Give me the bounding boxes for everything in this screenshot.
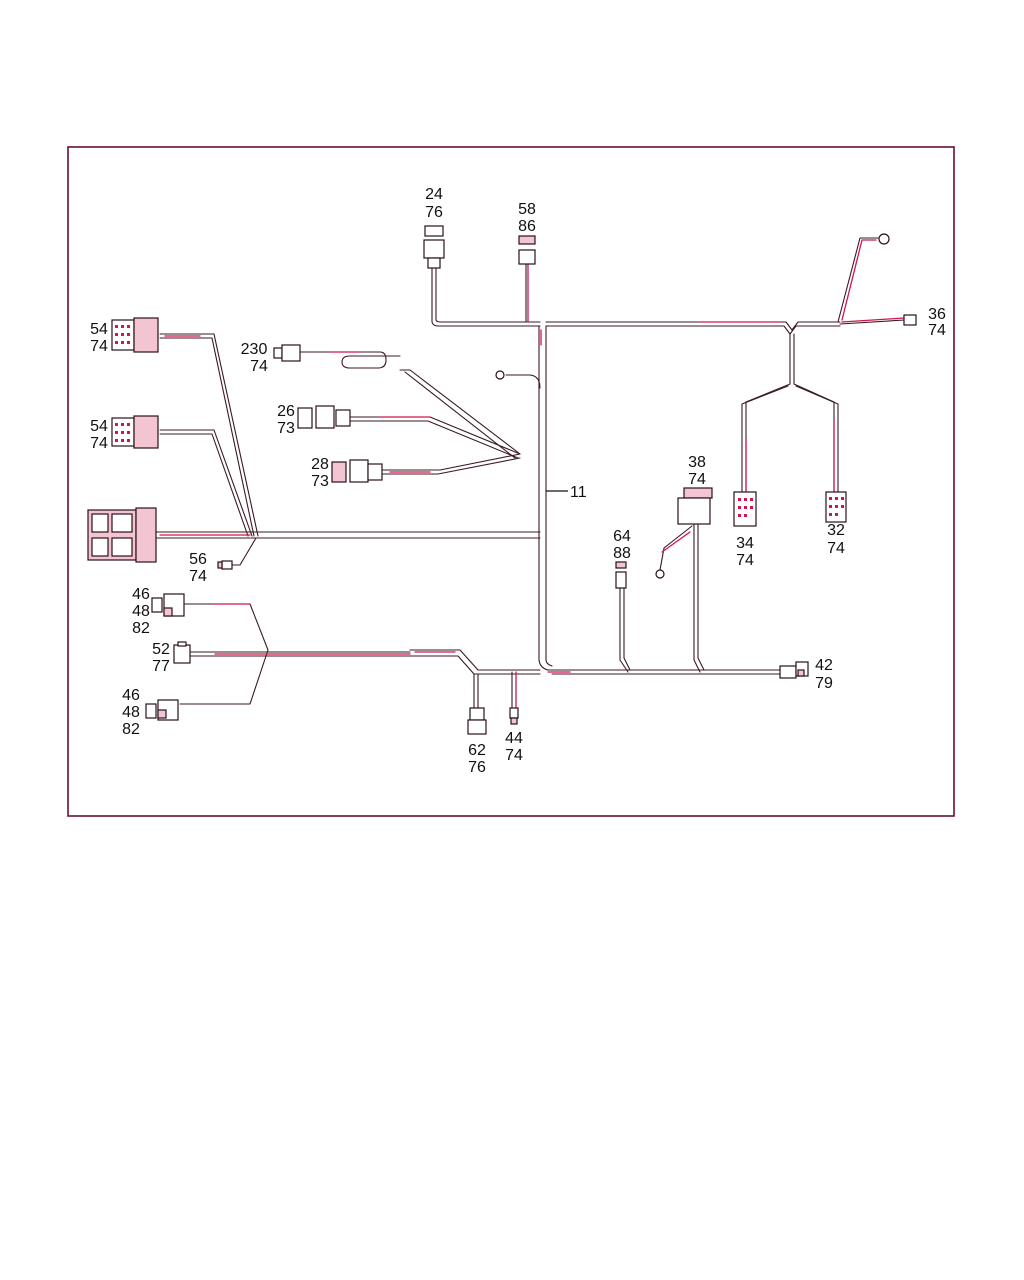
connector-34	[733, 491, 757, 527]
svg-text:79: 79	[815, 675, 833, 692]
connector-54-upper	[111, 317, 159, 353]
svg-text:82: 82	[122, 721, 140, 738]
ring-terminal	[495, 370, 505, 380]
svg-text:38: 38	[688, 454, 706, 471]
label-56: 56 74	[189, 551, 207, 585]
label-58: 58 86	[518, 201, 536, 235]
svg-text:88: 88	[613, 545, 631, 562]
connectors	[87, 225, 917, 735]
label-42: 42 79	[815, 657, 833, 692]
svg-text:36: 36	[928, 306, 946, 323]
diagram-frame	[67, 146, 955, 817]
connector-56	[217, 560, 233, 570]
label-46-upper: 46 48 82	[132, 586, 150, 637]
label-26: 26 73	[277, 403, 295, 437]
svg-text:74: 74	[928, 322, 946, 339]
svg-text:58: 58	[518, 201, 536, 218]
callout-labels: 24 76 58 86 36 74 54 74 230 74 54 74 26 …	[90, 186, 946, 776]
svg-text:44: 44	[505, 730, 523, 747]
svg-text:76: 76	[468, 759, 486, 776]
svg-text:74: 74	[505, 747, 523, 764]
label-230: 230 74	[241, 341, 268, 375]
connector-46-upper	[151, 593, 185, 617]
svg-text:24: 24	[425, 186, 443, 203]
svg-text:74: 74	[90, 338, 108, 355]
svg-text:74: 74	[250, 358, 268, 375]
label-46-lower: 46 48 82	[122, 687, 140, 738]
label-24: 24 76	[425, 186, 443, 221]
label-28: 28 73	[311, 456, 329, 490]
svg-text:48: 48	[122, 704, 140, 721]
svg-text:74: 74	[189, 568, 207, 585]
label-11-trunk: 11	[570, 484, 587, 501]
connector-32	[825, 491, 847, 523]
svg-text:230: 230	[241, 341, 268, 358]
connector-46-lower	[145, 699, 179, 721]
svg-text:62: 62	[468, 742, 486, 759]
svg-text:73: 73	[311, 473, 329, 490]
label-34: 34 74	[736, 535, 754, 569]
svg-text:46: 46	[132, 586, 150, 603]
svg-text:54: 54	[90, 321, 108, 338]
label-38: 38 74	[688, 454, 706, 488]
label-44: 44 74	[505, 730, 523, 764]
connector-26	[297, 405, 351, 429]
connector-54-lower	[111, 415, 159, 449]
svg-text:86: 86	[518, 218, 536, 235]
connector-28	[331, 459, 383, 483]
connector-62	[467, 707, 487, 735]
harness-wires	[155, 237, 906, 709]
svg-text:46: 46	[122, 687, 140, 704]
label-64: 64 88	[613, 528, 631, 562]
svg-text:74: 74	[90, 435, 108, 452]
svg-text:42: 42	[815, 657, 833, 674]
svg-text:77: 77	[152, 658, 170, 675]
svg-text:34: 34	[736, 535, 754, 552]
svg-text:28: 28	[311, 456, 329, 473]
svg-text:32: 32	[827, 522, 845, 539]
svg-text:26: 26	[277, 403, 295, 420]
connector-44	[509, 707, 519, 725]
svg-text:82: 82	[132, 620, 150, 637]
label-36: 36 74	[928, 306, 946, 339]
svg-text:54: 54	[90, 418, 108, 435]
label-32: 32 74	[827, 522, 845, 557]
svg-text:74: 74	[827, 540, 845, 557]
connector-42	[779, 661, 809, 679]
label-52: 52 77	[152, 641, 170, 675]
svg-text:52: 52	[152, 641, 170, 658]
connector-38	[655, 487, 713, 579]
svg-text:11: 11	[570, 484, 587, 501]
connector-230	[273, 344, 301, 362]
connector-64	[615, 561, 627, 589]
connector-36	[878, 233, 917, 326]
connector-24	[423, 225, 445, 269]
svg-text:76: 76	[425, 204, 443, 221]
label-54-upper: 54 74	[90, 321, 108, 355]
label-54-lower: 54 74	[90, 418, 108, 452]
svg-text:74: 74	[736, 552, 754, 569]
connector-main-block	[87, 507, 157, 563]
svg-text:56: 56	[189, 551, 207, 568]
connector-58	[518, 235, 536, 265]
svg-text:74: 74	[688, 471, 706, 488]
connector-52	[173, 641, 191, 664]
svg-text:48: 48	[132, 603, 150, 620]
label-62: 62 76	[468, 742, 486, 776]
svg-text:64: 64	[613, 528, 631, 545]
svg-text:73: 73	[277, 420, 295, 437]
